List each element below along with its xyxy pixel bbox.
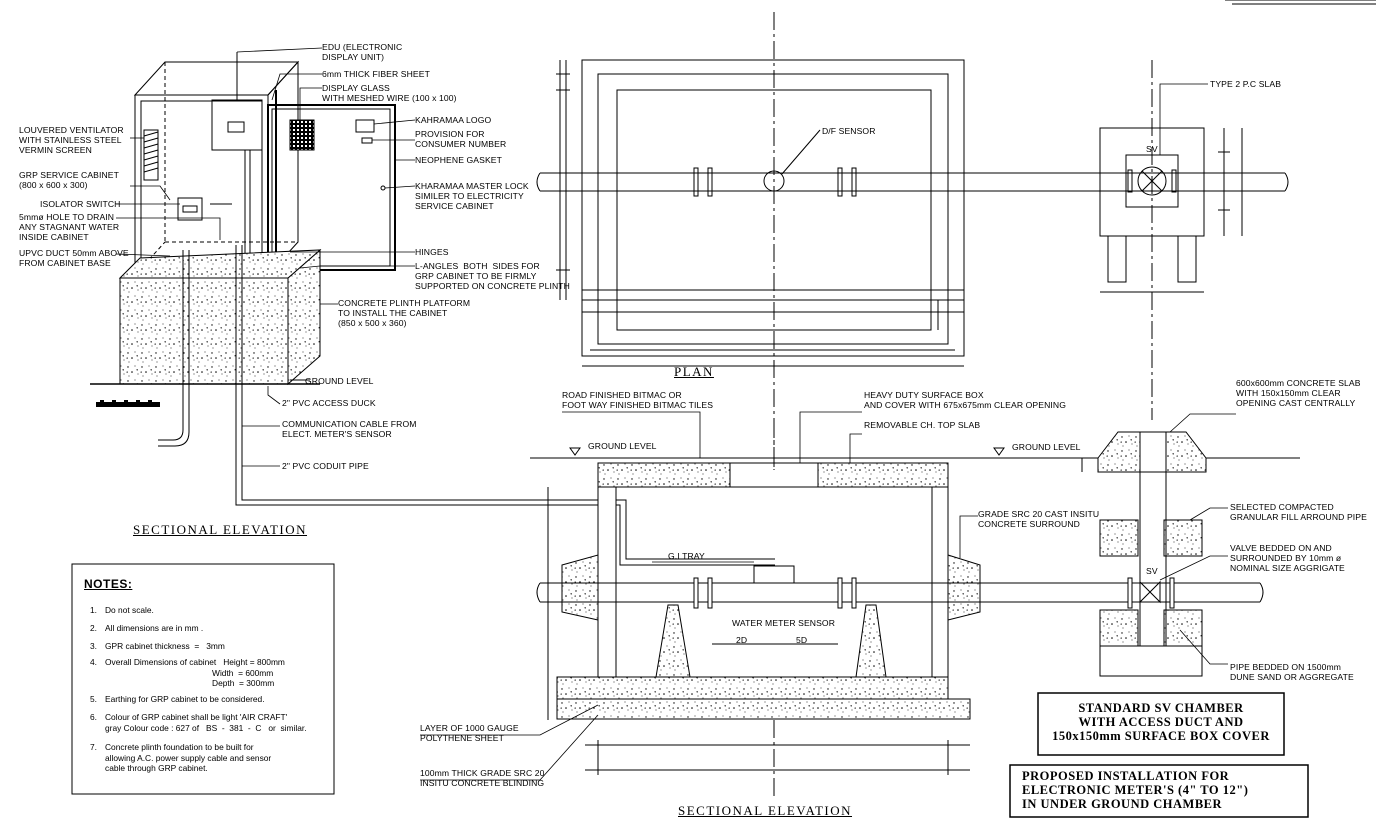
label-concrete-slab: 600x600mm CONCRETE SLAB WITH 150x150mm C… [1236, 378, 1361, 408]
notes-box [71, 563, 335, 795]
label-ground-level-cab: GROUND LEVEL [305, 376, 374, 386]
label-codut-pipe: 2" PVC CODUIT PIPE [282, 461, 369, 471]
label-2d: 2D [736, 635, 748, 645]
label-louvered: LOUVERED VENTILATOR WITH STAINLESS STEEL… [19, 125, 124, 155]
label-master-lock: KHARAMAA MASTER LOCK SIMILER TO ELECTRIC… [415, 181, 529, 211]
note-number: 4. [90, 657, 97, 667]
label-grp-cabinet: GRP SERVICE CABINET (800 x 600 x 300) [19, 170, 119, 190]
label-ground-level-1: GROUND LEVEL [588, 441, 657, 451]
concrete-plinth [90, 248, 322, 386]
note-text: Concrete plinth foundation to be built f… [105, 742, 272, 773]
label-road-finished: ROAD FINISHED BITMAC OR FOOT WAY FINISHE… [562, 390, 714, 410]
label-drain-hole: 5mmø HOLE TO DRAIN ANY STAGNANT WATER IN… [19, 212, 120, 242]
label-ground-level-2: GROUND LEVEL [1012, 442, 1081, 452]
display-glass [289, 119, 315, 151]
section-leaders [420, 411, 1236, 781]
label-blinding: 100mm THICK GRADE SRC 20 INSITU CONCRETE… [420, 768, 545, 788]
note-number: 2. [90, 623, 97, 633]
master-lock [380, 185, 386, 191]
louvered-ventilator [143, 129, 159, 181]
label-sv-section: SV [1146, 566, 1158, 576]
label-valve-bedded: VALVE BEDDED ON AND SURROUNDED BY 10mm ø… [1230, 543, 1345, 573]
edu-unit [211, 99, 263, 151]
label-gi-tray: G.I TRAY [668, 551, 705, 561]
label-hinges: HINGES [415, 247, 449, 257]
notes-heading: NOTES: [84, 577, 133, 591]
note-text: Colour of GRP cabinet shall be light 'AI… [105, 712, 307, 733]
proposed-title-box [1009, 764, 1309, 818]
label-removable-slab: REMOVABLE CH. TOP SLAB [864, 420, 981, 430]
label-access-duck: 2" PVC ACCESS DUCK [282, 398, 376, 408]
label-consumer-number: PROVISION FOR CONSUMER NUMBER [415, 129, 507, 149]
label-comm-cable: COMMUNICATION CABLE FROM ELECT. METER'S … [282, 419, 417, 439]
title-sv-chamber: STANDARD SV CHAMBER WITH ACCESS DUCT AND… [1052, 701, 1270, 743]
label-water-meter: WATER METER SENSOR [732, 618, 836, 628]
label-fiber-sheet: 6mm THICK FIBER SHEET [322, 69, 430, 79]
note-number: 5. [90, 694, 97, 704]
label-5d: 5D [796, 635, 808, 645]
title-sectional-elevation-left: SECTIONAL ELEVATION [133, 522, 308, 537]
chamber-section [530, 420, 1300, 800]
label-upvc-duct: UPVC DUCT 50mm ABOVE FROM CABINET BASE [19, 248, 129, 268]
ground-hatch [96, 400, 160, 407]
note-number: 7. [90, 742, 97, 752]
label-df-sensor: D/F SENSOR [822, 126, 876, 136]
plan-view [536, 12, 1289, 470]
note-number: 1. [90, 605, 97, 615]
label-plinth: CONCRETE PLINTH PLATFORM TO INSTALL THE … [338, 298, 471, 328]
label-display-glass: DISPLAY GLASS WITH MESHED WIRE (100 x 10… [322, 83, 457, 103]
label-selected-fill: SELECTED COMPACTED GRANULAR FILL ARROUND… [1230, 502, 1367, 522]
title-plan: PLAN [674, 364, 714, 379]
cabinet-leaders [115, 47, 416, 467]
note-text: Do not scale. [105, 605, 154, 615]
label-grade-src: GRADE SRC 20 CAST INSITU CONCRETE SURROU… [978, 509, 1100, 529]
note-number: 3. [90, 641, 97, 651]
note-text: Earthing for GRP cabinet to be considere… [105, 694, 265, 704]
label-neophene: NEOPHENE GASKET [415, 155, 502, 165]
sv-chamber-title-box [1037, 692, 1285, 756]
title-proposed-installation: PROPOSED INSTALLATION FOR ELECTRONIC MET… [1022, 769, 1249, 811]
isolator-switch [177, 197, 203, 221]
label-pipe-bedded: PIPE BEDDED ON 1500mm DUNE SAND OR AGGRE… [1230, 662, 1354, 682]
label-edu: EDU (ELECTRONIC DISPLAY UNIT) [322, 42, 403, 62]
label-l-angles: L-ANGLES BOTH SIDES FOR GRP CABINET TO B… [415, 261, 570, 291]
label-isolator: ISOLATOR SWITCH [40, 199, 121, 209]
label-kahramaa-logo: KAHRAMAA LOGO [415, 115, 492, 125]
title-sectional-elevation-main: SECTIONAL ELEVATION [678, 803, 853, 818]
label-heavy-duty: HEAVY DUTY SURFACE BOX AND COVER WITH 67… [864, 390, 1066, 410]
note-number: 6. [90, 712, 97, 722]
note-text: Overall Dimensions of cabinet Height = 8… [105, 657, 285, 688]
label-polythene: LAYER OF 1000 GAUGE POLYTHENE SHEET [420, 723, 519, 743]
sv-chamber-section [1081, 431, 1207, 677]
pvc-conduits [158, 245, 775, 566]
note-text: GPR cabinet thickness = 3mm [105, 641, 225, 651]
label-type2-slab: TYPE 2 P.C SLAB [1210, 79, 1282, 89]
label-sv-plan: SV [1146, 144, 1158, 154]
note-text: All dimensions are in mm . [105, 623, 204, 633]
kahramaa-logo-mark [355, 119, 375, 133]
